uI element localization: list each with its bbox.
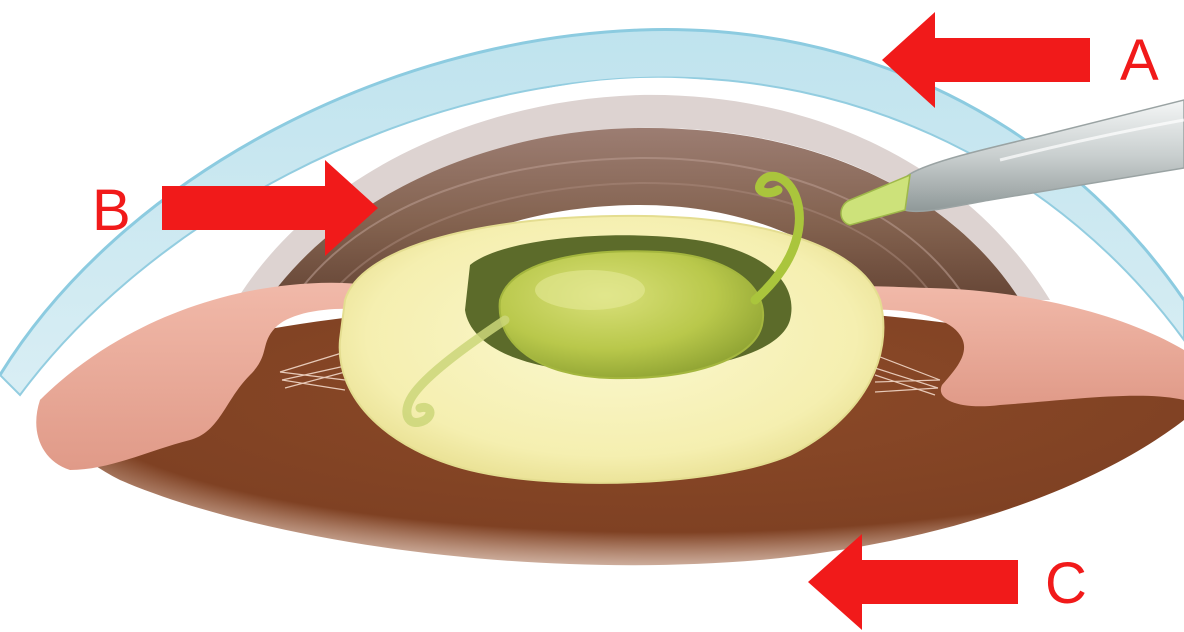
lens-optic	[500, 251, 763, 378]
label-a: A	[1120, 28, 1159, 93]
label-b: B	[92, 178, 131, 243]
callout-a: A	[882, 12, 1159, 108]
label-c: C	[1045, 551, 1087, 616]
callout-c: C	[808, 534, 1087, 630]
